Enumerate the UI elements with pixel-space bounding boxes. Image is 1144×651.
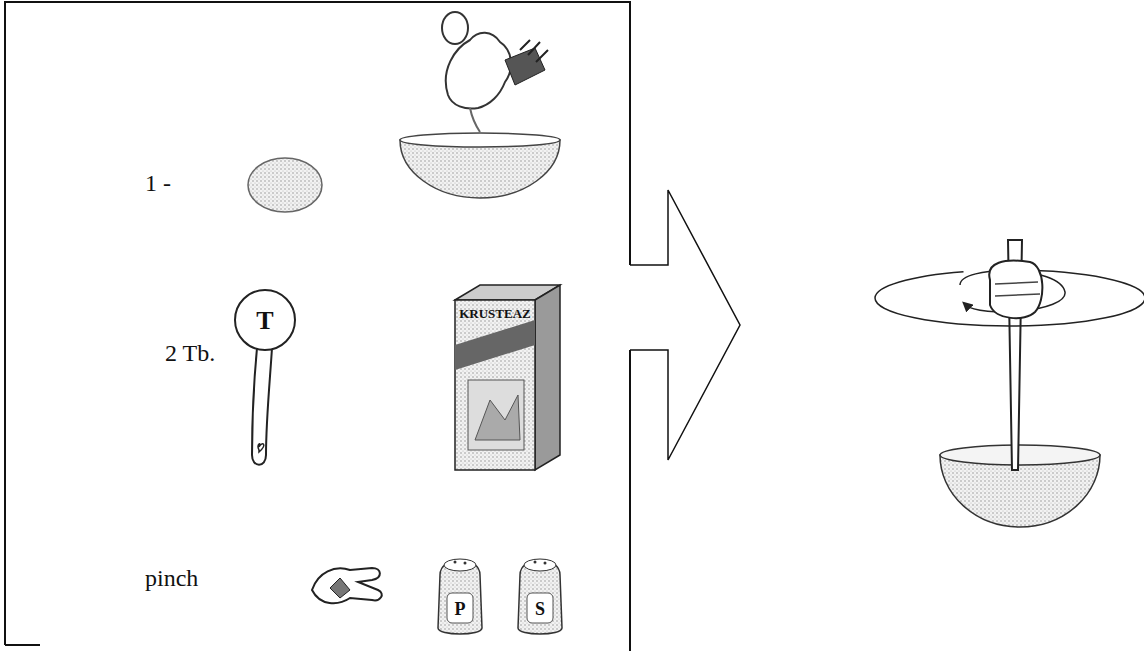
flow-arrow — [630, 190, 740, 460]
crack-egg-icon — [400, 12, 560, 198]
quantity-text: 1 - — [145, 170, 171, 197]
package-letter: P — [455, 599, 466, 620]
pinch-hand-icon — [312, 568, 382, 603]
quantity-text: 2 Tb. — [165, 340, 215, 367]
quantity-text: pinch — [145, 565, 198, 592]
tablespoon-icon — [235, 290, 295, 465]
salt-pepper-shakers — [438, 559, 562, 634]
package-letter: KRUSTEAZ — [459, 306, 531, 322]
recipe-panel: 1 - 2 Tb. pinch — [5, 2, 630, 645]
stir-bowl-icon — [875, 240, 1144, 527]
egg-icon — [248, 158, 322, 212]
recipe-frame — [5, 2, 630, 651]
package-letter: T — [256, 306, 273, 336]
baking-mix-box — [455, 285, 560, 470]
package-letter: S — [535, 599, 545, 620]
